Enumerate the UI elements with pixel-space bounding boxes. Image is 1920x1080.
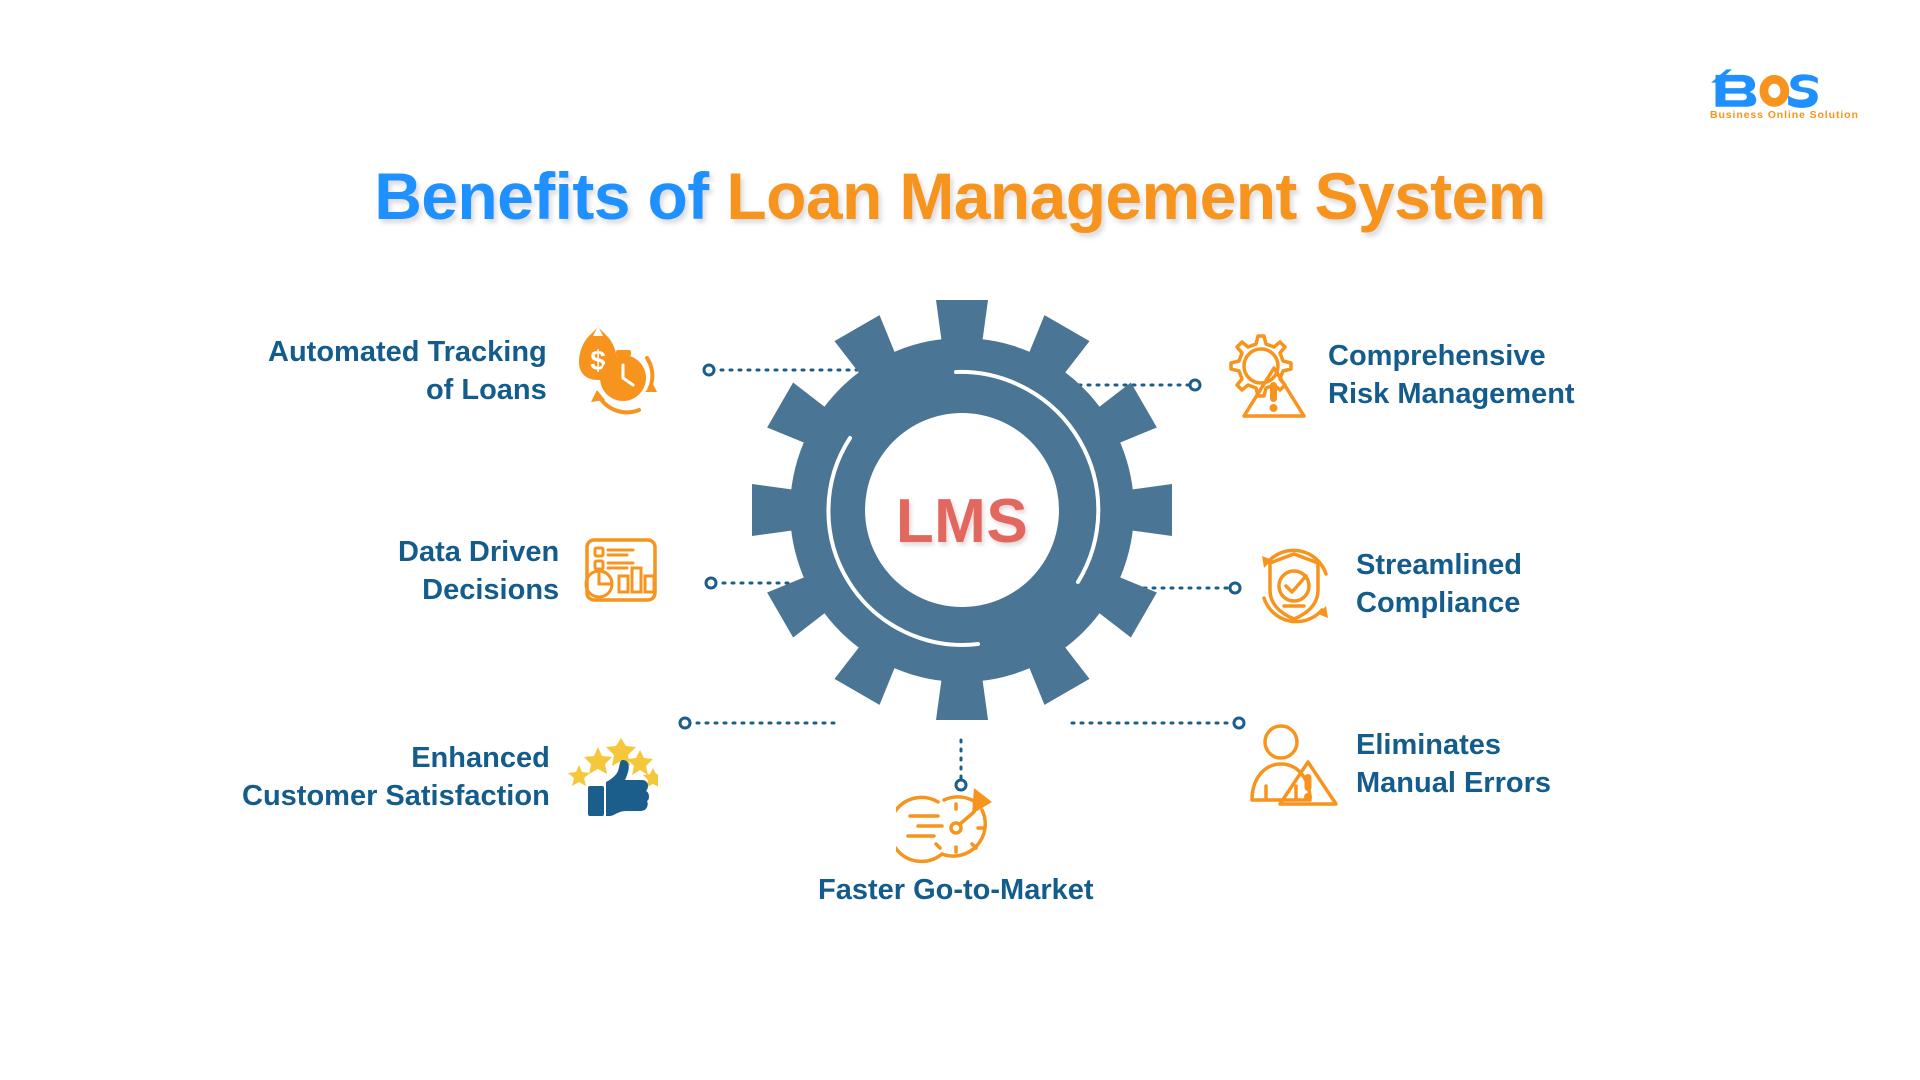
person-warning-icon	[1250, 724, 1338, 806]
benefit-risk-management[interactable]: Comprehensive Risk Management	[1212, 330, 1575, 422]
benefit-automated-tracking[interactable]: Automated Tracking of Loans $	[268, 322, 661, 422]
brand-tagline: Business Online Solution	[1710, 109, 1859, 121]
thumbs-up-stars-icon	[567, 738, 658, 816]
benefit-label-risk-management: Comprehensive Risk Management	[1328, 340, 1575, 410]
connector-dot-data-driven	[704, 576, 718, 590]
shield-check-refresh-icon	[1262, 548, 1328, 624]
connector-dot-customer-satisfaction	[678, 716, 692, 730]
analytics-dashboard-icon	[584, 538, 657, 602]
connector-dot-automated-tracking	[702, 363, 716, 377]
benefit-label-manual-errors: Eliminates Manual Errors	[1356, 729, 1551, 799]
speed-clock-icon	[895, 788, 992, 864]
benefit-label-customer-satisfaction: Enhanced Customer Satisfaction	[242, 742, 550, 812]
benefit-customer-satisfaction[interactable]: Enhanced Customer Satisfaction	[242, 738, 658, 818]
benefit-go-to-market[interactable]: Faster Go-to-Market	[818, 780, 1094, 910]
page-title: Benefits of Loan Management System	[0, 158, 1920, 234]
money-bag-clock-icon: $	[578, 328, 657, 415]
connector-dot-manual-errors	[1232, 716, 1246, 730]
benefit-manual-errors[interactable]: Eliminates Manual Errors	[1248, 722, 1551, 808]
page-title-primary: Benefits of	[374, 159, 727, 233]
hub-label: LMS	[895, 487, 1029, 556]
benefit-data-driven[interactable]: Data Driven Decisions	[398, 532, 663, 612]
bos-logo-mark	[1711, 69, 1818, 108]
benefit-label-compliance: Streamlined Compliance	[1356, 549, 1522, 619]
connector-dot-compliance	[1228, 581, 1242, 595]
page-title-accent: Loan Management System	[726, 159, 1546, 233]
benefit-label-automated-tracking: Automated Tracking of Loans	[268, 336, 547, 406]
benefit-label-go-to-market: Faster Go-to-Market	[818, 874, 1094, 906]
benefit-label-data-driven: Data Driven Decisions	[398, 536, 560, 606]
gear-icon	[752, 300, 1172, 720]
brand-logo: Business Online Solution	[1710, 66, 1910, 136]
gear-warning-icon	[1229, 334, 1306, 418]
benefit-compliance[interactable]: Streamlined Compliance	[1248, 540, 1522, 630]
central-gear-hub: LMS	[722, 300, 1202, 720]
